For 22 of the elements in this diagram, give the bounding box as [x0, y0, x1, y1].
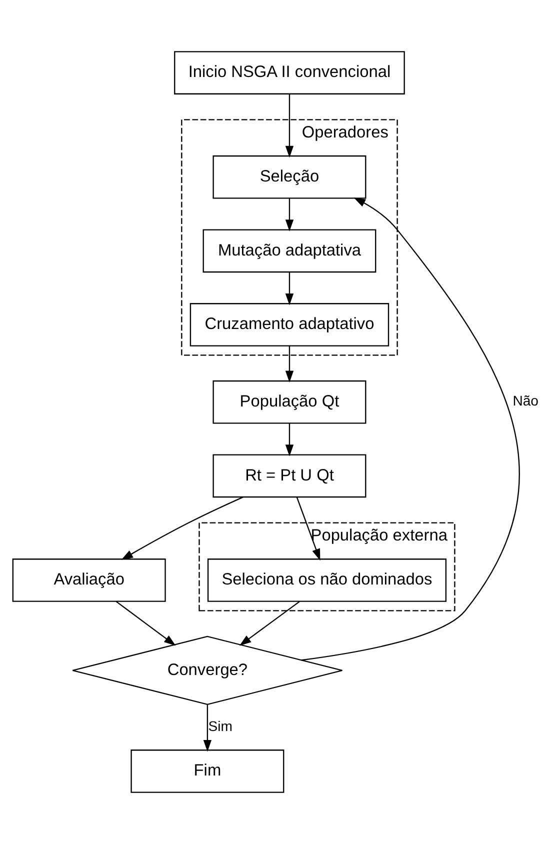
- arrow: [239, 600, 300, 646]
- edge-label: Sim: [208, 717, 232, 734]
- node-box: Avaliação: [12, 558, 166, 602]
- arrow: [285, 94, 294, 158]
- node-box: Rt = Pt U Qt: [212, 454, 366, 498]
- node-box: Cruzamento adaptativo: [190, 302, 390, 346]
- arrow: [285, 346, 294, 382]
- arrow: [121, 496, 244, 560]
- edge-label: Não: [512, 392, 538, 408]
- arrow: [116, 600, 176, 646]
- arrow: [285, 198, 294, 231]
- arrow: [285, 423, 294, 456]
- node-box: Mutação adaptativa: [202, 228, 376, 272]
- arrow: [203, 704, 212, 752]
- node-box: Seleção: [212, 154, 366, 198]
- node-box: Fim: [130, 749, 284, 792]
- arrow: [301, 197, 520, 660]
- arrow: [285, 272, 294, 305]
- node-box: Seleciona os não dominados: [207, 558, 446, 602]
- node-box: Inicio NSGA II convencional: [174, 50, 405, 94]
- node-box: População Qt: [212, 380, 366, 424]
- arrow: [296, 496, 320, 560]
